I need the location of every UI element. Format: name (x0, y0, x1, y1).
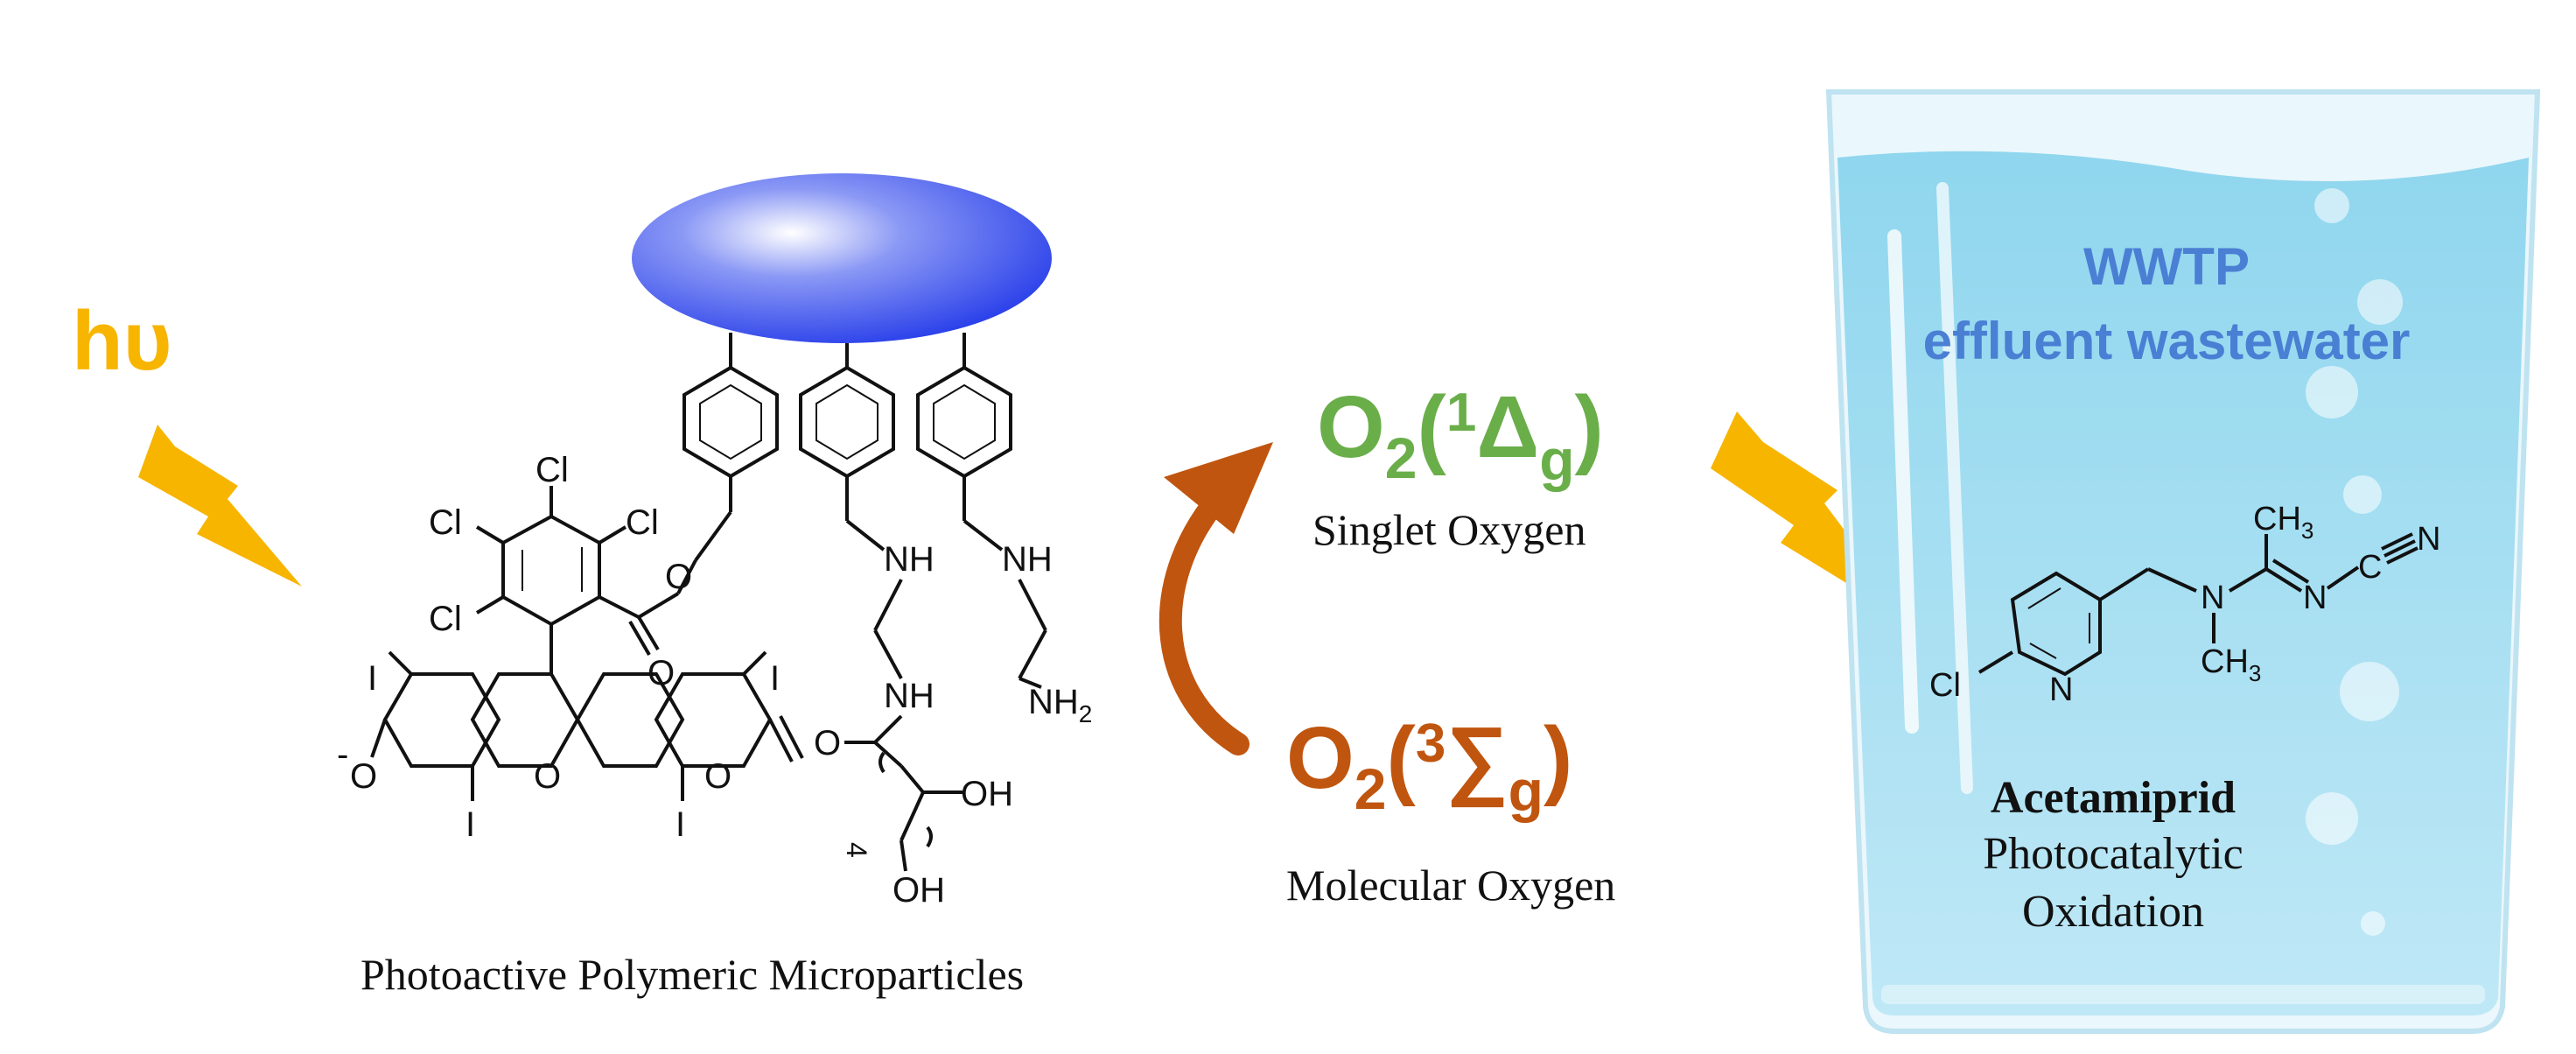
atom-o-carbonyl: O (648, 654, 675, 692)
atom-cl-4: Cl (429, 600, 462, 638)
atom-n-ring: N (2049, 671, 2073, 708)
atom-o-ester: O (665, 558, 692, 596)
atom-oh-1: OH (961, 775, 1013, 813)
atom-i-4: I (676, 805, 685, 844)
atom-n-nitrile: N (2417, 521, 2440, 558)
atom-o-xanthene: O (534, 757, 561, 796)
process-line2: Oxidation (2022, 887, 2204, 937)
repeat-index: 4 (841, 842, 872, 858)
molecular-oxygen-label: Molecular Oxygen (1286, 861, 1615, 910)
molecular-oxygen-formula: O2(3∑g) (1286, 709, 1572, 823)
atom-nh-1: NH (884, 540, 934, 579)
light-label: hυ (72, 294, 172, 388)
compound-name: Acetamiprid (1991, 773, 2236, 823)
acetamiprid-atom-labels: CH3 N N C N CH3 N Cl (1929, 501, 2440, 708)
atom-nh-3: NH (884, 677, 934, 715)
singlet-oxygen-formula: O2(1Δg) (1317, 378, 1604, 492)
atom-c-nitrile: C (2358, 549, 2382, 586)
bubbles (2306, 188, 2403, 936)
atom-n-amine: N (2201, 580, 2224, 616)
polymer-caption: Photoactive Polymeric Microparticles (360, 950, 1024, 999)
atom-n-imine: N (2303, 580, 2327, 616)
rose-bengal-structure (370, 486, 804, 801)
acetamiprid-structure (1978, 532, 2418, 677)
atom-i-2: I (770, 659, 780, 698)
atom-cl-1: Cl (536, 451, 569, 489)
atom-i-3: I (466, 805, 475, 844)
lightning-bolt-icon-left (138, 425, 302, 587)
glass-title-line2: effluent wastewater (1923, 312, 2411, 370)
benzene-ring-1 (682, 365, 779, 479)
atom-labels: Cl Cl Cl Cl O O I I I I O - O O NH NH NH… (337, 451, 1092, 910)
polymer-linkers (682, 333, 1047, 872)
process-line1: Photocatalytic (1983, 829, 2243, 879)
singlet-oxygen-label: Singlet Oxygen (1312, 505, 1586, 554)
atom-o-minus: - (337, 735, 348, 774)
atom-nh2: NH2 (1028, 683, 1092, 727)
atom-o-quinone: O (704, 757, 732, 796)
atom-o-phenolate: O (350, 757, 377, 796)
benzene-ring-3 (916, 365, 1012, 479)
arrow-head-icon (1164, 442, 1273, 534)
benzene-ring-2 (799, 365, 895, 479)
atom-i-1: I (368, 659, 377, 698)
atom-cl-ring: Cl (1929, 667, 1961, 704)
atom-cl-3: Cl (626, 503, 659, 542)
polymer-bead (632, 173, 1052, 343)
atom-nh-2: NH (1002, 540, 1053, 579)
atom-oh-2: OH (892, 871, 945, 910)
atom-cl-2: Cl (429, 503, 462, 542)
conversion-arrow (1158, 479, 1250, 755)
atom-o-amide: O (814, 724, 841, 762)
atom-ch3-bottom: CH3 (2201, 643, 2261, 686)
atom-ch3-top: CH3 (2253, 501, 2314, 544)
glass-title-line1: WWTP (2083, 237, 2250, 296)
